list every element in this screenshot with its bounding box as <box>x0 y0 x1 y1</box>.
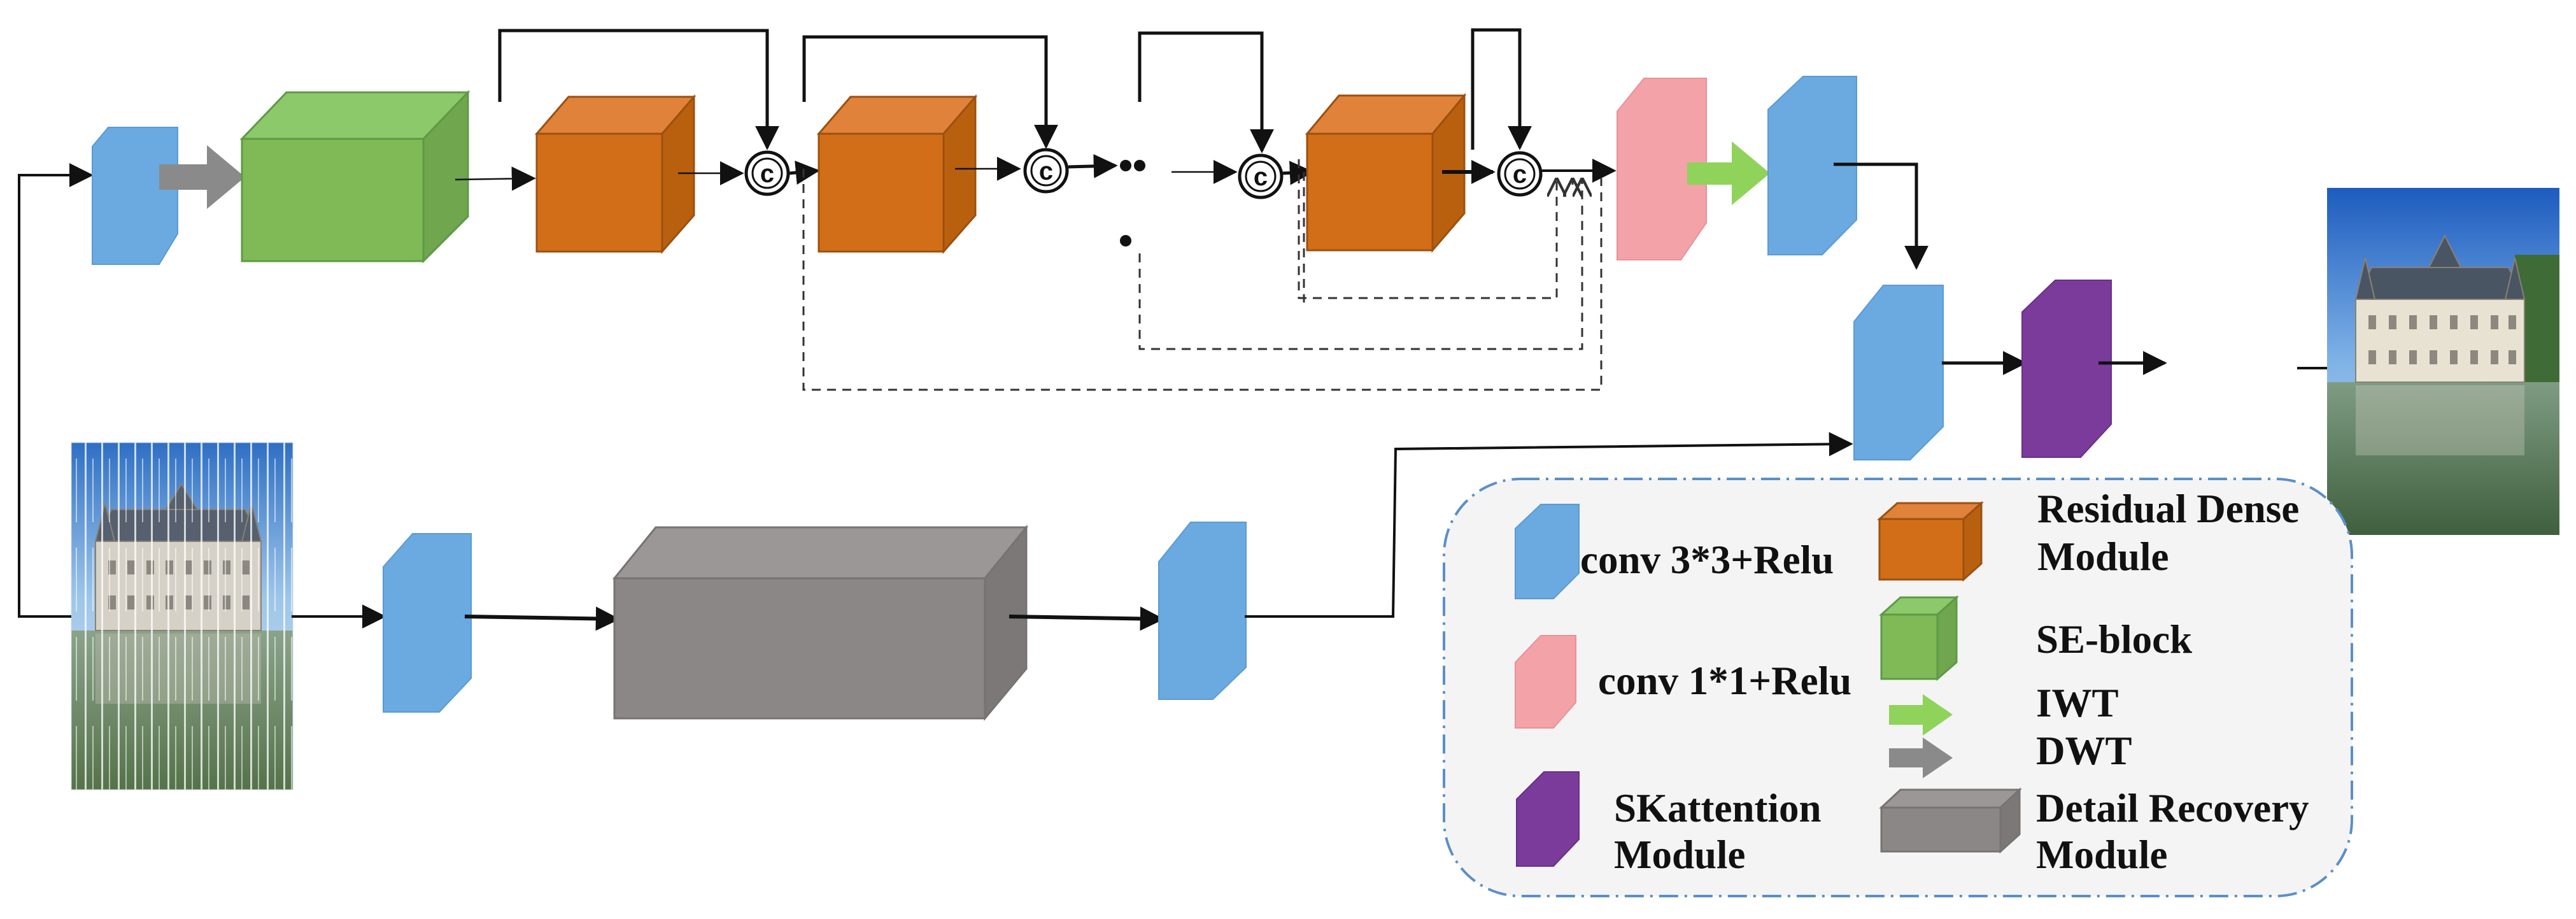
conv1x1-block-top <box>1617 78 1707 260</box>
legend-skattention-label-1: SKattention <box>1614 786 1822 830</box>
concat-node-2: c <box>1023 148 1069 194</box>
residual-dense-module-1 <box>534 94 697 254</box>
iwt-arrow <box>1687 141 1770 205</box>
skip-connection-2 <box>802 35 1058 149</box>
legend-rdm-swatch <box>1877 501 1984 582</box>
concat-label-3: c <box>1254 163 1268 191</box>
conv3x3-block-top-input <box>92 127 178 265</box>
concat-label-2: c <box>1039 157 1053 185</box>
legend-conv3x3-label: conv 3*3+Relu <box>1580 538 1834 582</box>
legend-se-swatch <box>1879 595 1959 681</box>
drm-to-conv3x3-arrow <box>1008 606 1164 631</box>
dwt-arrow <box>159 145 245 209</box>
bottom-branch-to-fusion-arrow <box>1245 432 1853 618</box>
conv3x3-block-fusion <box>1853 285 1944 460</box>
legend-iwt-swatch <box>1889 694 1953 736</box>
legend-rdm-label-1: Residual Dense <box>2037 487 2299 531</box>
conv3x3-block-top-output <box>1767 76 1857 255</box>
concat-label-4: c <box>1513 160 1527 189</box>
conv3x3-to-drm-arrow <box>464 606 620 631</box>
conv3x3-block-bottom-input <box>383 533 472 713</box>
top-branch-to-fusion-arrow <box>1834 162 1928 270</box>
output-derained-image <box>2327 188 2559 535</box>
legend-drm-label-1: Detail Recovery <box>2036 786 2309 830</box>
skip-connection-1 <box>498 29 779 150</box>
legend-drm-label-2: Module <box>2036 832 2168 877</box>
legend-dwt-label: DWT <box>2036 729 2132 773</box>
se-to-rdm1-arrow <box>455 166 536 191</box>
legend-rdm-label-2: Module <box>2037 534 2169 579</box>
legend-dwt-swatch <box>1889 737 1953 778</box>
concat-label-1: c <box>760 160 774 188</box>
ellipsis-dots <box>1120 160 1145 246</box>
concat-node-4: c <box>1497 151 1543 197</box>
residual-dense-module-2 <box>816 94 978 254</box>
legend-conv1x1-swatch <box>1515 635 1576 729</box>
legend-skattention-swatch <box>1516 771 1580 867</box>
legend-skattention-label-2: Module <box>1614 832 1746 877</box>
skip-connection-4 <box>1471 28 1532 150</box>
dashed-fusion-line-1 <box>802 169 1603 391</box>
concat2-to-ellipsis-arrow <box>1068 153 1118 178</box>
legend-iwt-label: IWT <box>2036 681 2119 725</box>
dashed-fusion-line-3 <box>1298 159 1557 299</box>
legend-panel <box>1443 478 2353 897</box>
residual-dense-module-3 <box>1305 92 1467 253</box>
concat-node-3: c <box>1238 153 1284 199</box>
legend-conv1x1-label: conv 1*1+Relu <box>1598 659 1851 703</box>
legend-conv3x3-swatch <box>1515 504 1580 599</box>
dashed-fusion-line-2 <box>1138 180 1582 350</box>
input-rainy-image <box>71 442 294 790</box>
concat-node-1: c <box>744 150 790 196</box>
skattention-block <box>2021 280 2112 458</box>
input-to-top-branch-arrow <box>18 163 94 618</box>
se-block-cube <box>239 90 471 264</box>
detail-recovery-module <box>612 524 1029 722</box>
conv3x3-block-bottom-output <box>1158 522 1247 700</box>
legend-se-label: SE-block <box>2036 617 2192 662</box>
legend-drm-swatch <box>1879 787 2022 854</box>
skip-connection-3 <box>1138 31 1274 153</box>
